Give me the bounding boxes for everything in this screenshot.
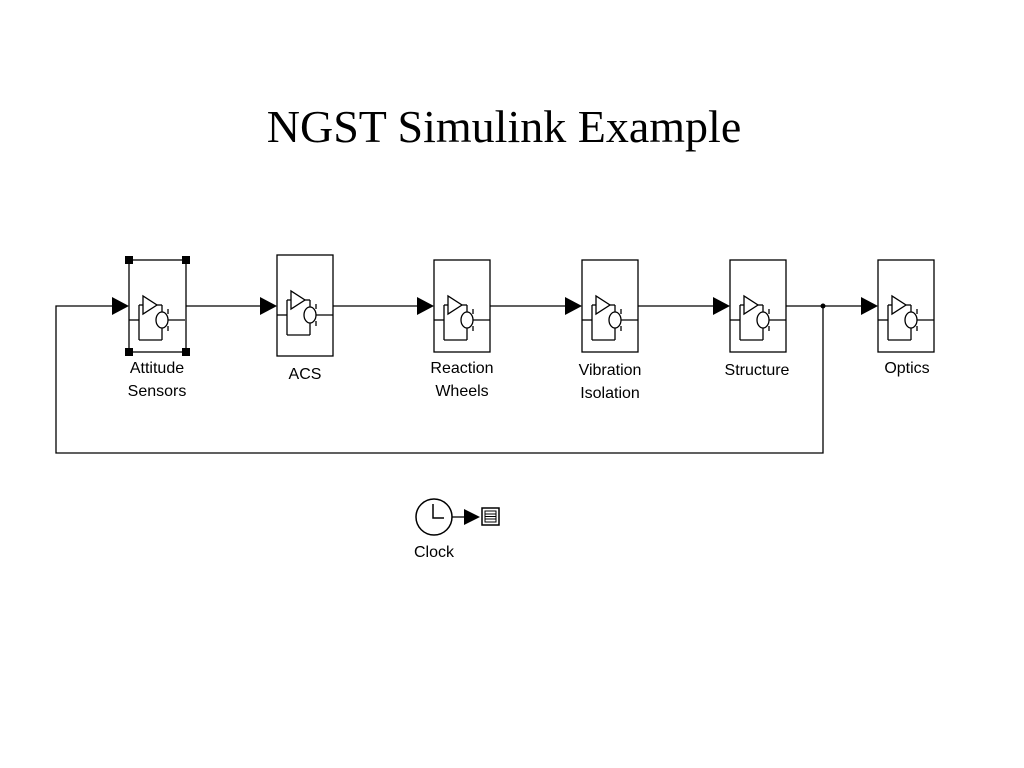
optics-block[interactable]: Optics <box>877 259 935 377</box>
acs-block[interactable]: ACS <box>276 254 334 383</box>
vibration-isolation-block-frame <box>581 259 639 353</box>
attitude-sensors-label-line: Attitude <box>130 360 184 377</box>
attitude-sensors-block-frame <box>128 259 187 353</box>
optics-block-frame <box>877 259 935 353</box>
page-title: NGST Simulink Example <box>266 101 742 152</box>
clock-label: Clock <box>414 544 455 561</box>
reaction-wheels-block-frame <box>433 259 491 353</box>
reaction-wheels-label-line: Reaction <box>430 360 493 377</box>
acs-label: ACS <box>289 366 322 383</box>
vibration-isolation-label-line: Vibration <box>579 362 642 379</box>
structure-block[interactable]: Structure <box>725 259 790 379</box>
signal-arrow <box>861 297 878 315</box>
structure-label-line: Structure <box>725 362 790 379</box>
selection-handle[interactable] <box>182 256 190 264</box>
structure-block-frame <box>729 259 787 353</box>
optics-label-line: Optics <box>884 360 929 377</box>
selection-handle[interactable] <box>125 256 133 264</box>
selection-handle[interactable] <box>125 348 133 356</box>
reaction-wheels-label-line: Wheels <box>435 383 488 400</box>
optics-label: Optics <box>884 360 929 377</box>
clock-hands <box>432 504 444 519</box>
signal-arrow <box>713 297 730 315</box>
acs-block-frame <box>276 254 334 357</box>
clock-block[interactable]: Clock <box>414 498 500 561</box>
structure-label: Structure <box>725 362 790 379</box>
branch-point <box>820 303 826 309</box>
acs-label-line: ACS <box>289 366 322 383</box>
display-icon[interactable] <box>481 507 500 526</box>
clock-output-arrow <box>464 509 480 525</box>
feedback-arrow <box>112 297 129 315</box>
feedback-line[interactable] <box>55 305 824 454</box>
signal-arrow <box>260 297 277 315</box>
attitude-sensors-label-line: Sensors <box>128 383 187 400</box>
clock-icon <box>415 498 453 536</box>
signal-arrow <box>565 297 582 315</box>
signal-arrow <box>417 297 434 315</box>
selection-handle[interactable] <box>182 348 190 356</box>
vibration-isolation-label-line: Isolation <box>580 385 640 402</box>
